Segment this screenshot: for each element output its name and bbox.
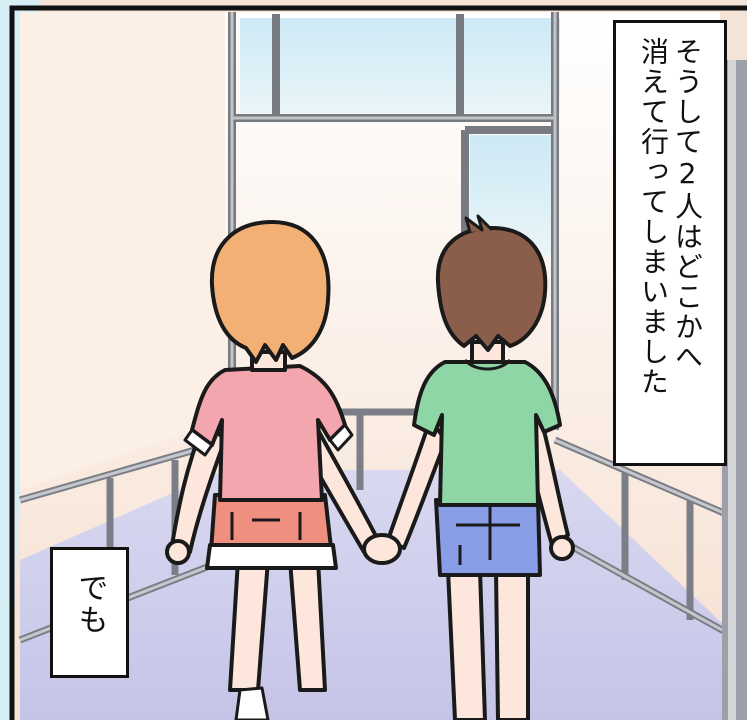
left-wall: [20, 12, 225, 490]
boy-figure: [362, 214, 575, 720]
narration-line-2: 消えて行ってしまいました: [637, 37, 670, 397]
upper-window: [240, 18, 560, 113]
narration-line-1: そうして2人はどこかへ: [671, 37, 704, 372]
small-caption-text: でも: [72, 572, 108, 636]
panel-border: [9, 5, 747, 720]
narration-caption: そうして2人はどこかへ 消えて行ってしまいました: [613, 20, 727, 466]
small-caption: でも: [50, 547, 129, 678]
girl-figure: [165, 220, 380, 720]
held-hands: [362, 533, 402, 565]
